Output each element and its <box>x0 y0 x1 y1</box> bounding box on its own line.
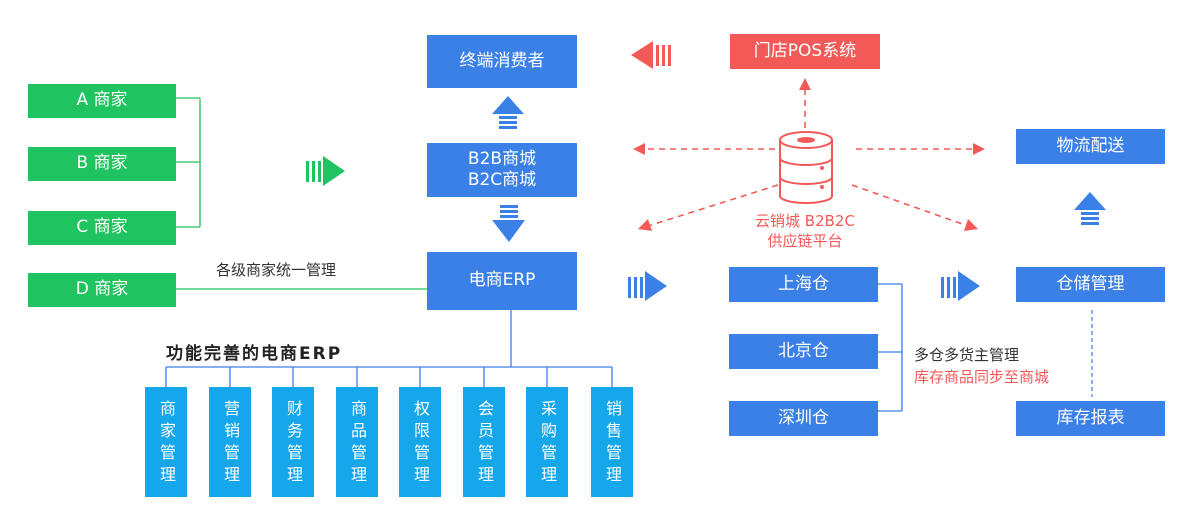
module-sales[interactable]: 销售管理 <box>591 387 633 497</box>
left-arrow-pos <box>631 41 671 69</box>
cloud-arrows <box>643 88 975 227</box>
merchant-d[interactable]: D 商家 <box>28 273 176 307</box>
module-marketing[interactable]: 营销管理 <box>209 387 251 497</box>
merchant-b[interactable]: B 商家 <box>28 147 176 181</box>
warehouse-note-line1: 多仓多货主管理 <box>914 346 1020 364</box>
warehouse-connectors <box>878 283 903 412</box>
mall-b2b-label: B2B商城 <box>467 148 537 169</box>
erp-heading: 功能完善的电商ERP <box>166 344 343 364</box>
up-arrow-consumer <box>492 96 524 129</box>
erp-box[interactable]: 电商ERP <box>427 252 577 310</box>
database-icon <box>779 131 833 204</box>
merchant-c[interactable]: C 商家 <box>28 211 176 245</box>
module-finance[interactable]: 财务管理 <box>272 387 314 497</box>
module-merchant[interactable]: 商家管理 <box>145 387 187 497</box>
right-arrow-warehouse-mgmt <box>941 271 980 301</box>
up-arrow-logistics <box>1074 192 1106 225</box>
warehouse-note-line2: 库存商品同步至商城 <box>914 367 1050 386</box>
warehouse-shenzhen[interactable]: 深圳仓 <box>729 401 878 436</box>
module-connectors <box>165 310 613 387</box>
warehouse-mgmt-box[interactable]: 仓储管理 <box>1016 267 1165 302</box>
cloud-label: 云销城 B2B2C 供应链平台 <box>745 211 865 252</box>
down-arrow-erp <box>492 205 525 242</box>
merchant-a[interactable]: A 商家 <box>28 84 176 118</box>
module-member[interactable]: 会员管理 <box>463 387 505 497</box>
right-arrow-warehouses <box>628 271 667 301</box>
pos-box[interactable]: 门店POS系统 <box>730 34 880 69</box>
module-purchase[interactable]: 采购管理 <box>526 387 568 497</box>
consumer-box[interactable]: 终端消费者 <box>427 35 577 88</box>
module-product[interactable]: 商品管理 <box>336 387 378 497</box>
cloud-arrowheads <box>633 78 985 231</box>
logistics-box[interactable]: 物流配送 <box>1016 129 1165 164</box>
inventory-report-box[interactable]: 库存报表 <box>1016 401 1165 436</box>
mall-box[interactable]: B2B商城 B2C商城 <box>427 143 577 197</box>
module-permission[interactable]: 权限管理 <box>399 387 441 497</box>
warehouse-beijing[interactable]: 北京仓 <box>729 334 878 369</box>
cloud-label-line1: 云销城 B2B2C <box>755 212 855 230</box>
warehouse-shanghai[interactable]: 上海仓 <box>729 267 878 302</box>
warehouse-note: 多仓多货主管理 库存商品同步至商城 <box>914 345 1049 389</box>
merchant-note: 各级商家统一管理 <box>216 261 337 279</box>
cloud-label-line2: 供应链平台 <box>767 232 843 251</box>
green-right-arrow <box>306 156 345 186</box>
mall-b2c-label: B2C商城 <box>467 170 537 190</box>
merchant-connectors <box>176 97 427 290</box>
